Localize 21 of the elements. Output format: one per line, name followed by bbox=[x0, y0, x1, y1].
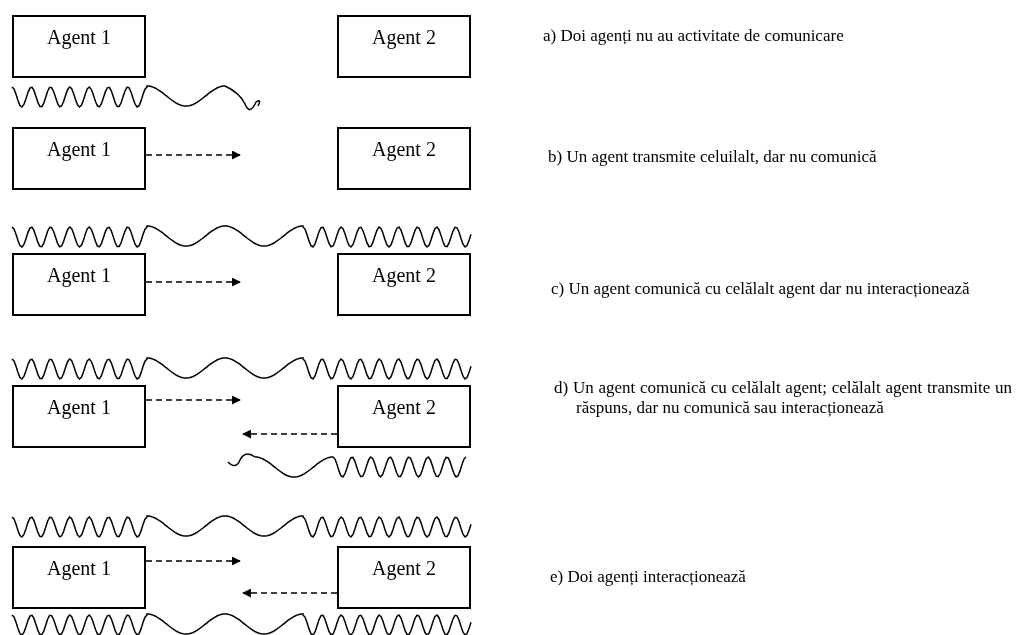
agent-box: Agent 2 bbox=[337, 127, 471, 190]
dashed-arrow bbox=[145, 277, 241, 287]
caption-text: c) Un agent comunică cu celălalt agent dar nu interacționează bbox=[551, 279, 971, 299]
agent-box: Agent 1 bbox=[12, 15, 146, 78]
agent-box: Agent 2 bbox=[337, 253, 471, 316]
dashed-arrow bbox=[145, 150, 241, 160]
dashed-arrow bbox=[242, 588, 338, 598]
agent-box: Agent 1 bbox=[12, 385, 146, 448]
caption-text: e) Doi agenți interacționează bbox=[550, 567, 747, 587]
agent-box: Agent 2 bbox=[337, 15, 471, 78]
agent-box: Agent 1 bbox=[12, 546, 146, 609]
caption-text: b) Un agent transmite celuilalt, dar nu comunică bbox=[548, 147, 878, 167]
agent-box: Agent 2 bbox=[337, 385, 471, 448]
caption-text: d) Un agent comunică cu celălalt agent; celălalt agent transmite un răspuns, dar nu comunică sau interacționează bbox=[554, 378, 1012, 418]
agent-box: Agent 2 bbox=[337, 546, 471, 609]
dashed-arrow bbox=[242, 429, 338, 439]
caption-text: a) Doi agenți nu au activitate de comunicare bbox=[543, 26, 845, 46]
agent-box: Agent 1 bbox=[12, 127, 146, 190]
dashed-arrow bbox=[145, 395, 241, 405]
agent-box: Agent 1 bbox=[12, 253, 146, 316]
dashed-arrow bbox=[145, 556, 241, 566]
